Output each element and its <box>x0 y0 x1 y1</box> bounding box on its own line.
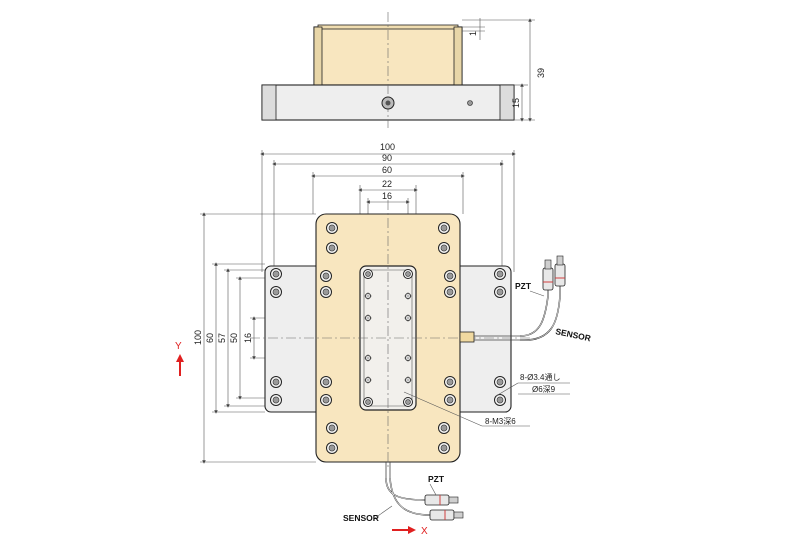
dim-height-57: 57 <box>217 333 227 343</box>
stage-screw-icon-2-inner <box>328 444 336 452</box>
dim-width-100: 100 <box>380 142 395 152</box>
stage-mid-screw-icon-3-inner <box>446 288 454 296</box>
stage-screw-icon-0-inner <box>328 224 336 232</box>
right-connector-block <box>459 331 475 343</box>
side-stage-edge-right <box>453 26 463 86</box>
counterbore-spec-label: Ø6深9 <box>532 385 556 394</box>
stage-mid-screw-icon-2-inner <box>322 288 330 296</box>
dim-height-50: 50 <box>229 333 239 343</box>
tap-spec-label: 8-M3深6 <box>485 417 516 426</box>
bottom-pzt-label: PZT <box>428 474 445 484</box>
right-sensor-label: SENSOR <box>555 326 592 343</box>
table-screw-icon-0-inner <box>365 271 371 277</box>
dim-width-90: 90 <box>382 153 392 163</box>
table-screw-icon-3-inner <box>405 399 411 405</box>
dim-width-16: 16 <box>382 191 392 201</box>
stage-screw-icon-5-inner <box>440 244 448 252</box>
base-screw-icon-7-inner <box>496 396 504 404</box>
dim-width-22: 22 <box>382 179 392 189</box>
dim-side-total-height: 39 <box>536 68 546 78</box>
dim-side-base-height: 15 <box>511 98 521 108</box>
stage-screw-icon-7-inner <box>440 424 448 432</box>
base-screw-icon-6-inner <box>272 396 280 404</box>
side-base-left-face <box>261 84 277 121</box>
base-screw-icon-5-inner <box>496 378 504 386</box>
right-pzt-label: PZT <box>515 281 532 291</box>
x-axis-label: X <box>421 526 428 537</box>
dim-height-16: 16 <box>243 333 253 343</box>
stage-mid-screw-icon-1-inner <box>446 272 454 280</box>
bottom-cables: PZT SENSOR <box>343 474 464 523</box>
stage-screw-icon-6-inner <box>328 424 336 432</box>
hole-spec-label: 8-Ø3.4通し <box>520 372 560 382</box>
top-view <box>250 200 530 478</box>
bottom-pzt-connector-icon <box>424 494 450 506</box>
base-screw-icon-3-inner <box>496 288 504 296</box>
stage-screw-icon-4-inner <box>328 244 336 252</box>
bottom-sensor-connector-icon <box>429 509 455 521</box>
stage-mid-screw-icon-4-inner <box>322 378 330 386</box>
x-axis-arrow-icon <box>392 526 416 534</box>
side-small-hole-icon <box>467 100 473 106</box>
dim-width-60: 60 <box>382 165 392 175</box>
stage-screw-icon-1-inner <box>440 224 448 232</box>
base-screw-icon-1-inner <box>496 270 504 278</box>
y-axis-arrow-icon <box>176 354 184 376</box>
side-view: 1 39 15 <box>261 12 546 128</box>
side-base-right-face <box>499 84 515 121</box>
annotations: 8-Ø3.4通し Ø6深9 8-M3深6 <box>403 372 570 427</box>
stage-mid-screw-icon-6-inner <box>322 396 330 404</box>
stage-screw-icon-3-inner <box>440 444 448 452</box>
right-sensor-connector-icon <box>554 263 566 287</box>
side-stage-edge-left <box>313 26 323 86</box>
table-screw-icon-1-inner <box>405 271 411 277</box>
table-screw-icon-2-inner <box>365 399 371 405</box>
base-screw-icon-0-inner <box>272 270 280 278</box>
right-cables: PZT SENSOR <box>515 255 592 343</box>
y-axis-label: Y <box>175 341 182 352</box>
stage-mid-screw-icon-7-inner <box>446 396 454 404</box>
bottom-sensor-label: SENSOR <box>343 513 379 523</box>
stage-mid-screw-icon-0-inner <box>322 272 330 280</box>
dim-side-top: 1 <box>468 31 478 36</box>
stage-mid-screw-icon-5-inner <box>446 378 454 386</box>
right-pzt-connector-icon <box>542 267 554 291</box>
base-screw-icon-2-inner <box>272 288 280 296</box>
dim-height-60: 60 <box>205 333 215 343</box>
axis-indicators: Y X <box>175 341 428 537</box>
mounting-holes <box>270 222 506 454</box>
dim-height-100: 100 <box>193 330 203 345</box>
base-screw-icon-4-inner <box>272 378 280 386</box>
